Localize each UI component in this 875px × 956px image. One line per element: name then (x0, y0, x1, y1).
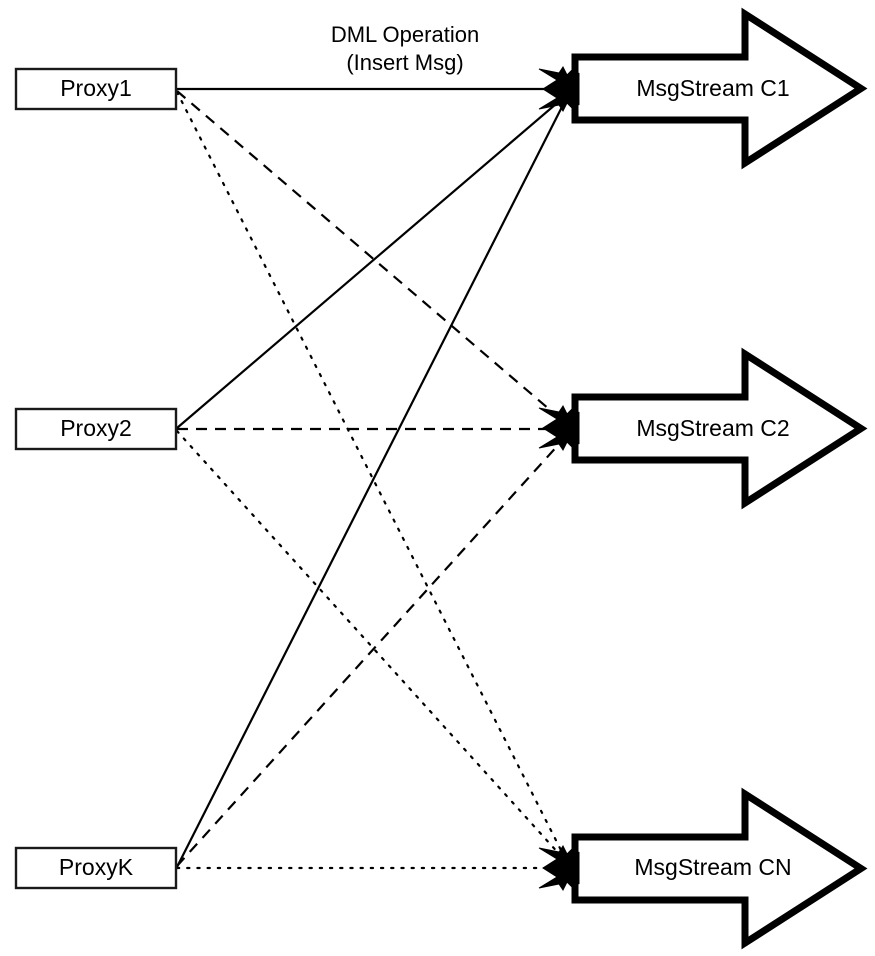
arrowheads-layer (538, 66, 580, 891)
proxy-node-proxy1[interactable]: Proxy1 (14, 67, 178, 111)
stream-arrow-stream_c2[interactable]: MsgStream C2 (571, 347, 868, 510)
stream-label: MsgStream C1 (636, 75, 789, 101)
arrowhead-c1 (538, 66, 580, 112)
stream-label: MsgStream C2 (636, 415, 789, 441)
link-proxy2-to-cn (175, 429, 572, 868)
stream-arrow-shape (571, 347, 868, 510)
stream-arrow-stream_cn[interactable]: MsgStream CN (571, 787, 868, 950)
stream-arrow-shape (571, 7, 868, 170)
arrowhead-shape (538, 405, 580, 451)
link-proxy1-to-c2 (176, 90, 571, 428)
arrowhead-shape (538, 66, 580, 112)
edge-label-layer: DML Operation (Insert Msg) (331, 22, 479, 75)
proxy-node-proxyK[interactable]: ProxyK (14, 846, 178, 890)
edge-label-line1: DML Operation (331, 22, 479, 47)
arrowhead-shape (538, 845, 580, 891)
stream-arrow-shape (571, 787, 868, 950)
proxy-label: Proxy1 (60, 75, 132, 101)
stream-label: MsgStream CN (634, 854, 791, 880)
proxy-box-shape (14, 67, 178, 111)
stream-arrow-stream_c1[interactable]: MsgStream C1 (571, 7, 868, 170)
link-proxy2-to-c1 (176, 91, 571, 429)
link-proxyK-to-c1 (176, 92, 570, 868)
streams-layer: MsgStream C1 MsgStream C2 MsgStream CN (571, 7, 868, 950)
proxy-label: ProxyK (59, 854, 134, 880)
link-proxyK-to-c2 (176, 431, 571, 867)
proxy-label: Proxy2 (60, 415, 132, 441)
arrowhead-cn (538, 845, 580, 891)
edge-label-line2: (Insert Msg) (346, 50, 463, 75)
arrowhead-c2 (538, 405, 580, 451)
links-layer (175, 87, 573, 870)
proxy-node-proxy2[interactable]: Proxy2 (14, 407, 178, 451)
link-proxy1-to-cn (175, 90, 571, 868)
proxy-box-shape (14, 846, 178, 890)
proxy-box-shape (14, 407, 178, 451)
